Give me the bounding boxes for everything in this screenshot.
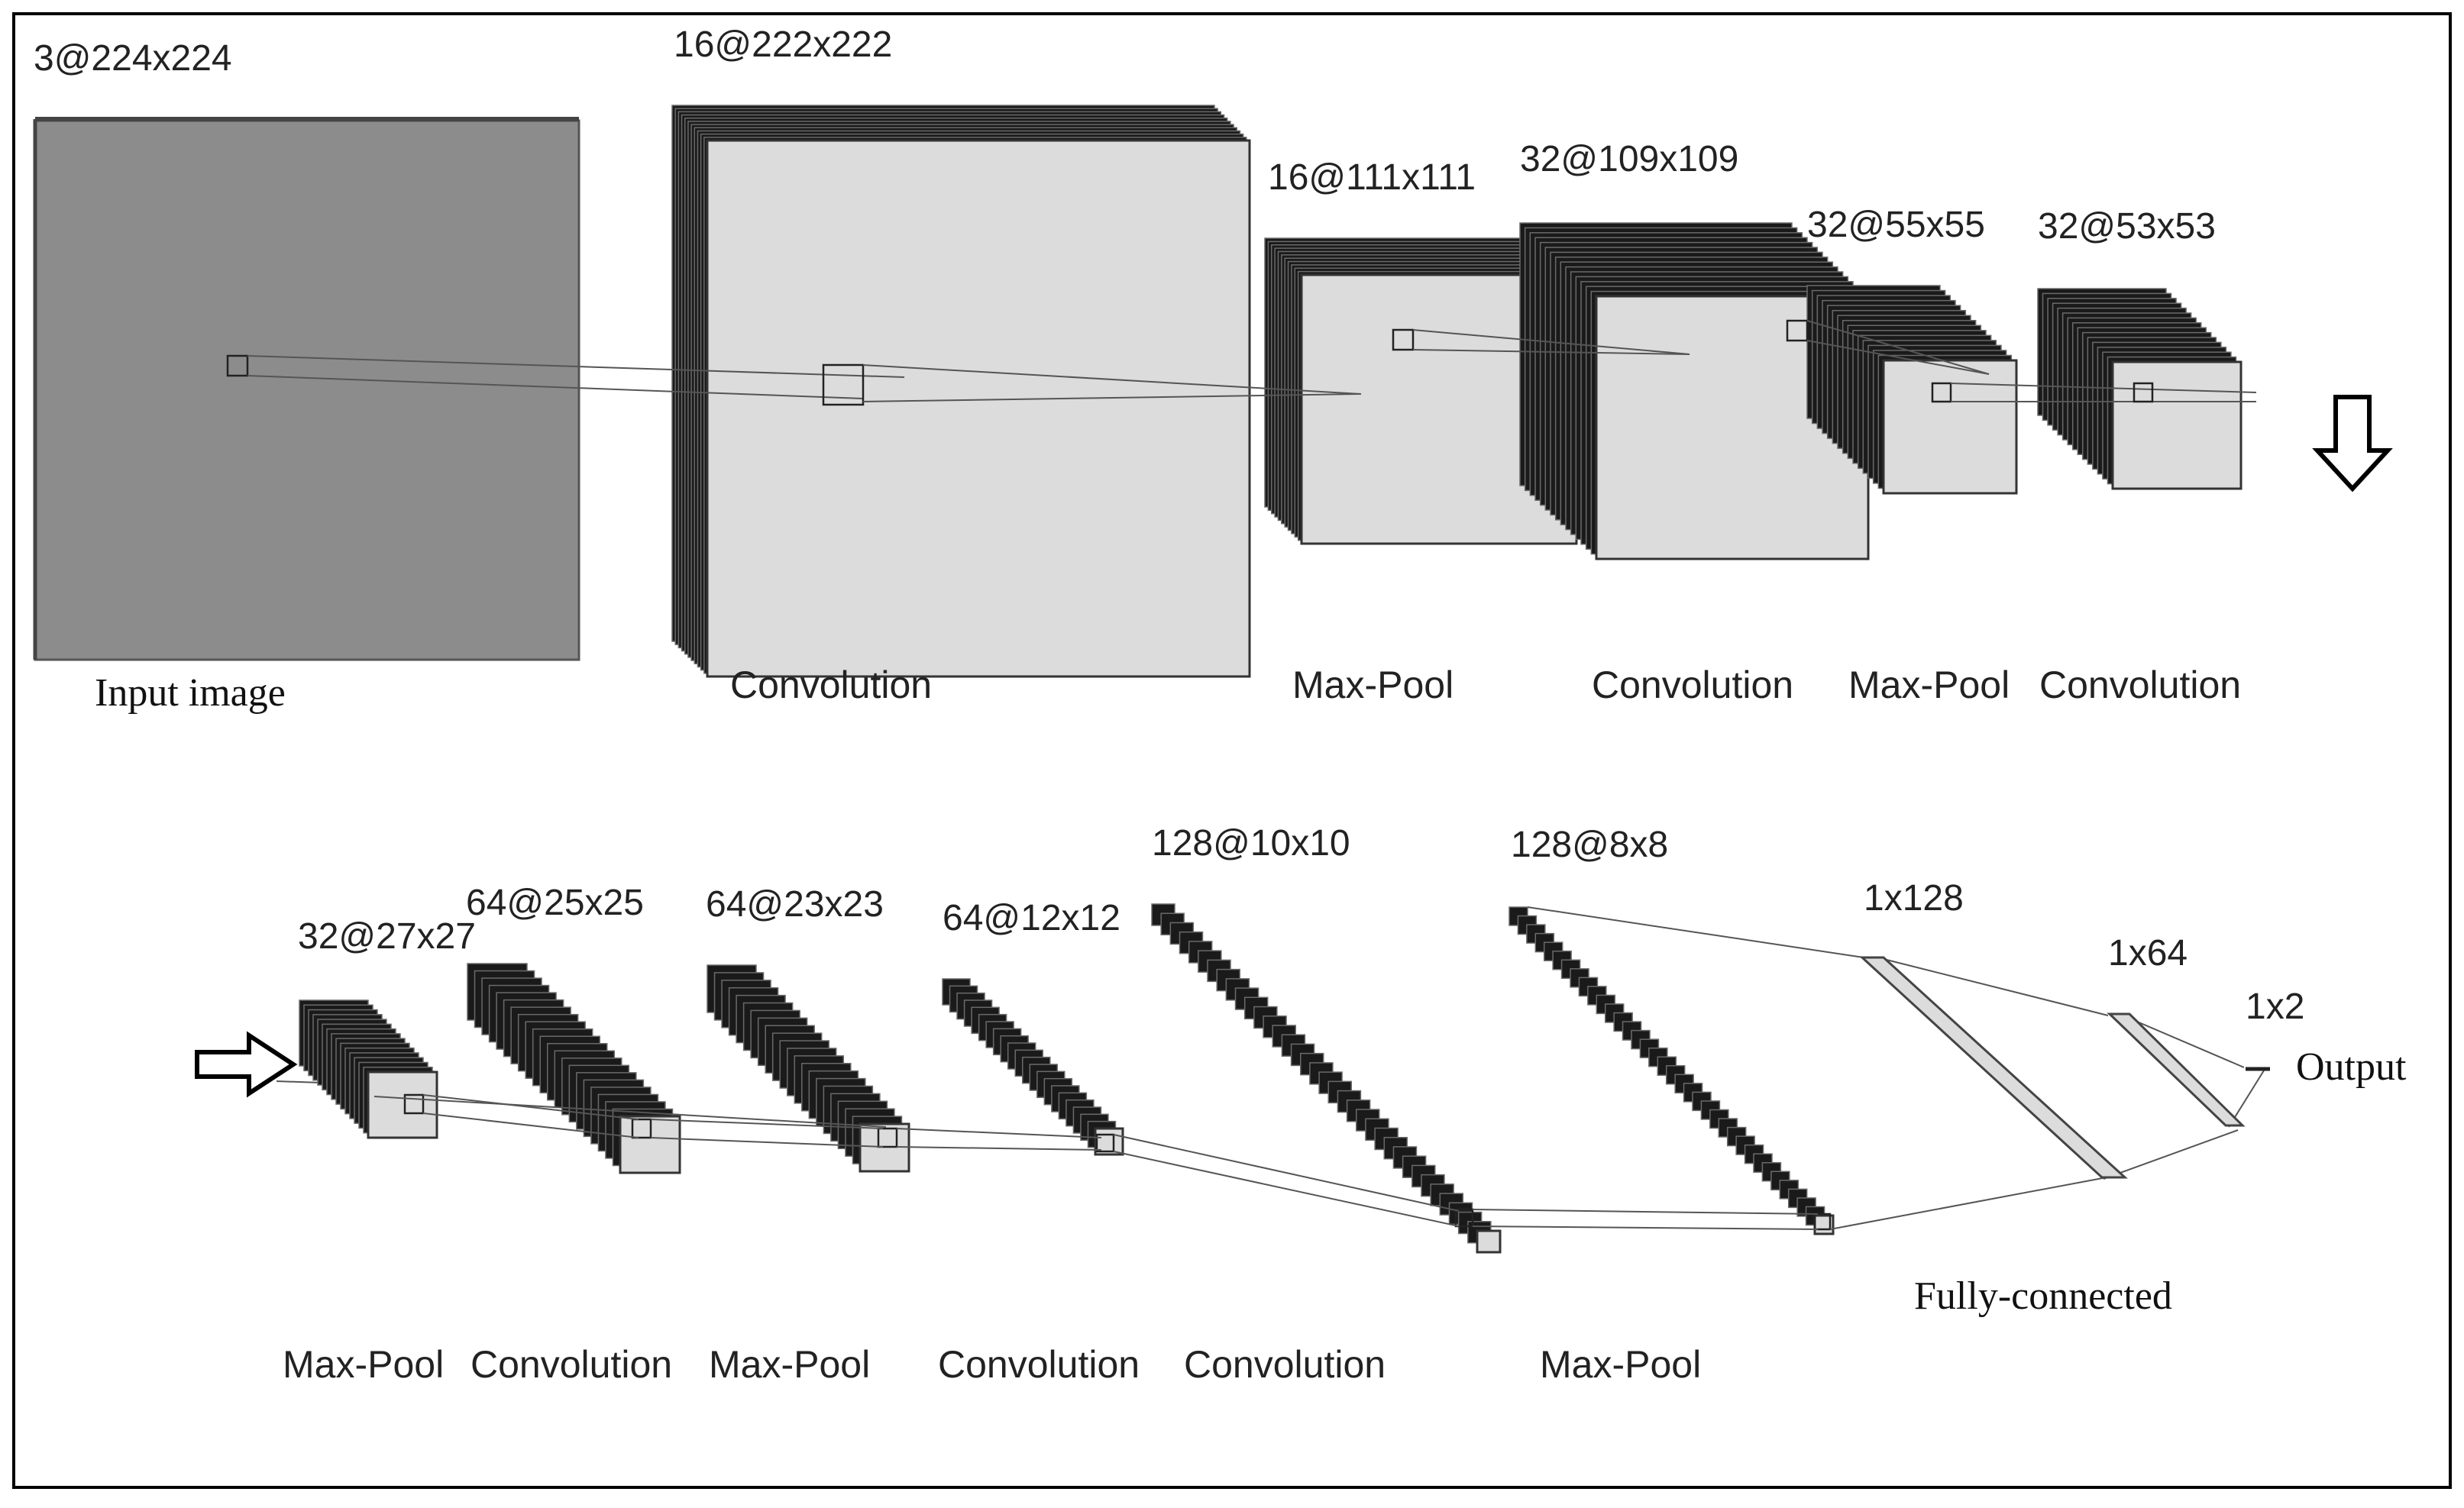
right-arrow-icon [195,1031,298,1098]
receptive-field-conv-6 [1454,1208,1474,1228]
label-conv-2: Convolution [1592,664,1793,706]
maxpool-2-block [1806,285,2018,495]
diagram-drawing [33,105,2393,1254]
dim-conv-4: 64@25x25 [466,883,644,923]
proj-b2-a [650,1119,884,1129]
proj-b1-c [373,1096,887,1128]
proj-fc-c [2126,1016,2245,1068]
dim-maxpool-3: 32@27x27 [298,916,476,957]
proj-conv-1-a [862,364,1362,395]
proj-input-a [247,355,905,378]
fc-1-slab [1859,956,2128,1179]
dim-fc-2: 1x64 [2108,933,2188,974]
proj-b1-b [422,1112,639,1138]
fc-2-slab [2107,1012,2246,1127]
maxpool-2-block-front-face [1882,359,2018,495]
proj-b1-a [422,1094,639,1120]
conv-1-block [671,105,1251,678]
dim-maxpool-2: 32@55x55 [1807,205,1985,245]
dim-conv-2: 32@109x109 [1520,139,1738,179]
label-input-image: Input image [95,671,286,715]
conv-6-block [1151,903,1502,1254]
dim-conv-1: 16@222x222 [674,24,892,65]
receptive-field-maxpool-4 [877,1127,898,1148]
proj-b3-b [896,1146,1102,1151]
proj-b5-a [1472,1209,1819,1215]
label-maxpool-3: Max-Pool [283,1343,444,1386]
maxpool-5-block [1508,906,1835,1235]
label-maxpool-5: Max-Pool [1540,1343,1701,1386]
conv-5-block [942,978,1124,1156]
dim-conv-5: 64@12x12 [943,898,1120,938]
proj-fc-in-b [1829,1177,2107,1230]
receptive-field-conv-1 [822,363,865,406]
label-conv-3: Convolution [2039,664,2241,706]
label-maxpool-2: Max-Pool [1848,664,2010,706]
proj-maxpool-1-a [1412,329,1690,355]
label-conv-6: Convolution [1184,1343,1386,1386]
receptive-field-input [226,354,249,377]
maxpool-3-block [299,999,438,1139]
proj-input-b [247,375,864,399]
conv-4-block [467,963,681,1174]
proj-fc-b [2103,1129,2239,1180]
maxpool-4-block [707,964,910,1173]
receptive-field-conv-4 [631,1118,652,1139]
receptive-field-conv-3 [2133,382,2154,403]
conv-3-block-front-face [2111,360,2242,490]
maxpool-1-block [1264,237,1578,545]
proj-maxpool-2-a [1950,383,2257,393]
proj-b5-b [1472,1225,1819,1230]
dim-fc-3: 1x2 [2246,986,2304,1027]
proj-b4-b [1113,1151,1460,1227]
dim-input-image: 3@224x224 [34,38,232,79]
dim-maxpool-4: 64@23x23 [706,884,884,925]
receptive-field-conv-2 [1786,319,1809,342]
proj-b3-a [896,1128,1102,1138]
label-maxpool-4: Max-Pool [709,1343,870,1386]
down-arrow-icon [2312,395,2393,492]
dim-maxpool-5: 128@8x8 [1511,825,1668,865]
label-conv-4: Convolution [470,1343,672,1386]
receptive-field-maxpool-2 [1931,382,1952,403]
proj-conv-1-b [862,393,1362,402]
proj-conv-2-b [1806,340,1990,375]
dim-conv-3: 32@53x53 [2038,206,2216,247]
receptive-field-conv-5 [1095,1133,1115,1153]
input-image-square [34,119,580,661]
label-fully-connected: Fully-connected [1914,1274,2172,1318]
dim-fc-1: 1x128 [1864,878,1964,919]
proj-fc-in-a [1527,906,1864,958]
maxpool-3-block-front-face [367,1070,438,1139]
label-output: Output [2296,1045,2407,1089]
receptive-field-maxpool-1 [1392,328,1415,351]
proj-fc-a [1883,958,2109,1016]
label-conv-1: Convolution [730,664,932,706]
receptive-field-maxpool-3 [403,1093,425,1115]
diagram-frame [12,12,2452,1489]
proj-b2-b [650,1137,884,1148]
receptive-field-maxpool-5 [1813,1213,1832,1231]
label-conv-5: Convolution [938,1343,1140,1386]
conv-6-block-front-face [1476,1229,1502,1254]
conv-1-block-front-face [706,139,1251,678]
dim-conv-6: 128@10x10 [1152,823,1350,864]
dim-maxpool-1: 16@111x111 [1268,157,1476,198]
proj-conv-2-a [1806,320,1990,375]
proj-maxpool-1-b [1412,349,1690,355]
proj-b4-a [1113,1134,1460,1212]
label-maxpool-1: Max-Pool [1292,664,1454,706]
